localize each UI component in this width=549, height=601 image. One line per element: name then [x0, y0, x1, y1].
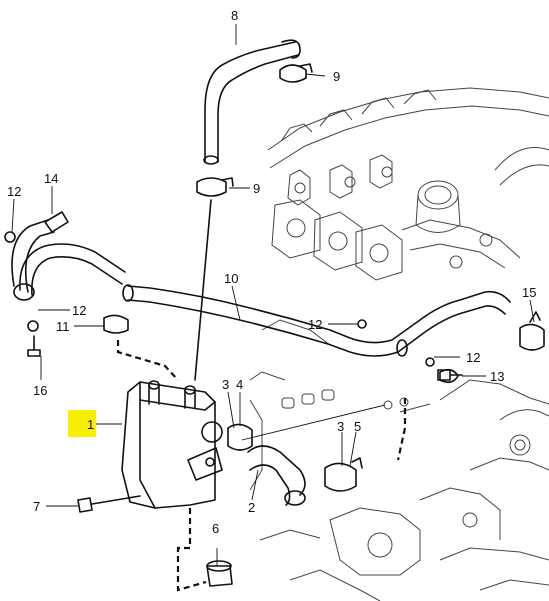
callout-4: 4	[236, 377, 243, 392]
part-9-clamp-lower	[196, 177, 234, 197]
part-15-clamp	[519, 311, 545, 351]
callout-5: 5	[354, 419, 361, 434]
part-2-hose	[247, 445, 306, 506]
part-1-highlight	[68, 410, 96, 437]
callout-12-left-bottom: 12	[72, 303, 86, 318]
part-6-grommet	[206, 560, 233, 587]
leader-lines	[11, 24, 535, 566]
callout-14: 14	[44, 171, 58, 186]
part-5-clamp	[324, 457, 363, 492]
dashed-routes	[116, 340, 407, 592]
callout-12-left-top: 12	[7, 184, 21, 199]
part-8-hose	[203, 39, 301, 165]
callout-12-right-top: 12	[308, 317, 322, 332]
left-hose-assembly	[11, 211, 126, 301]
callout-8: 8	[231, 8, 238, 23]
callout-12-right-bottom: 12	[466, 350, 480, 365]
callout-13: 13	[490, 369, 504, 384]
part-10-hose	[122, 284, 511, 357]
part-7-bolt	[77, 495, 141, 513]
pipe-guide-line	[194, 199, 212, 381]
callout-15: 15	[522, 285, 536, 300]
callout-11: 11	[56, 319, 70, 334]
part-1-canister	[121, 380, 223, 509]
part-4-clamp	[227, 423, 253, 451]
engine-block	[249, 87, 549, 601]
callout-3-upper: 3	[222, 377, 229, 392]
callout-7: 7	[33, 499, 40, 514]
callout-10: 10	[224, 271, 238, 286]
callout-9-lower: 9	[253, 181, 260, 196]
callout-2: 2	[248, 500, 255, 515]
callout-1: 1	[87, 417, 94, 432]
callout-3-lower: 3	[337, 419, 344, 434]
callout-16: 16	[33, 383, 47, 398]
part-9-clamp-upper	[279, 63, 313, 83]
callout-9-upper: 9	[333, 69, 340, 84]
callout-6: 6	[212, 521, 219, 536]
part-13-bolt	[439, 368, 459, 384]
